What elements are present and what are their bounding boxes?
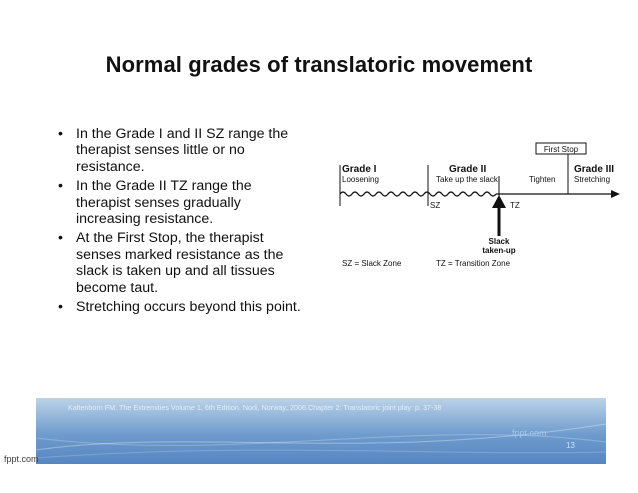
bullet-item: • At the First Stop, the therapist senses… — [58, 230, 308, 296]
legend-slack-zone: SZ = Slack Zone — [342, 259, 402, 268]
translatoric-grades-diagram: First Stop Grade I Loosening Grade II Ta… — [339, 142, 620, 268]
footer-decoration — [36, 423, 606, 459]
first-stop-box — [535, 142, 587, 155]
bullet-dot: • — [58, 299, 63, 316]
tz-label: TZ — [510, 201, 520, 210]
end-arrow — [611, 190, 620, 198]
bullet-dot: • — [58, 178, 63, 195]
tighten-label: Tighten — [529, 175, 555, 184]
decor-curve — [36, 449, 606, 459]
page-number: 13 — [566, 441, 575, 450]
grade-2-sublabel: Take up the slack — [436, 175, 499, 184]
legend-transition-zone: TZ = Transition Zone — [436, 259, 511, 268]
slack-label-line-1: Slack — [489, 237, 510, 246]
bullet-text: Stretching occurs beyond this point. — [76, 299, 301, 316]
bullet-text: In the Grade II TZ range the therapist s… — [76, 178, 252, 228]
bullet-list: • In the Grade I and II SZ range the ther… — [58, 126, 308, 318]
bullet-dot: • — [58, 230, 63, 247]
watermark-text: fppt.com — [512, 428, 547, 438]
slack-label-line-2: taken-up — [482, 246, 515, 255]
bullet-item: • In the Grade II TZ range the therapist … — [58, 178, 308, 227]
grade-2-label: Grade II — [449, 164, 486, 175]
bullet-item: • Stretching occurs beyond this point. — [58, 299, 308, 315]
grade-1-label: Grade I — [342, 164, 377, 175]
footer-brand: fppt.com — [4, 454, 39, 464]
bullet-item: • In the Grade I and II SZ range the ther… — [58, 126, 308, 175]
slack-wavy-line — [339, 191, 497, 197]
slide-title: Normal grades of translatoric movement — [105, 52, 533, 77]
decor-curve — [36, 423, 606, 451]
grade-3-sublabel: Stretching — [574, 175, 610, 184]
citation-text: Kaltenborn FM. The Extremities Volume 1.… — [68, 403, 442, 412]
bullet-dot: • — [58, 126, 63, 142]
footer-band — [36, 398, 606, 464]
grade-1-sublabel: Loosening — [342, 175, 379, 184]
slack-arrow-head — [492, 195, 506, 208]
bullet-text: At the First Stop, the therapist senses … — [76, 230, 284, 296]
decor-curve — [36, 434, 606, 446]
sz-label: SZ — [430, 201, 440, 210]
bullet-text: In the Grade I and II SZ range the thera… — [76, 126, 289, 175]
first-stop-label: First Stop — [544, 145, 579, 154]
grade-3-label: Grade III — [574, 164, 614, 175]
